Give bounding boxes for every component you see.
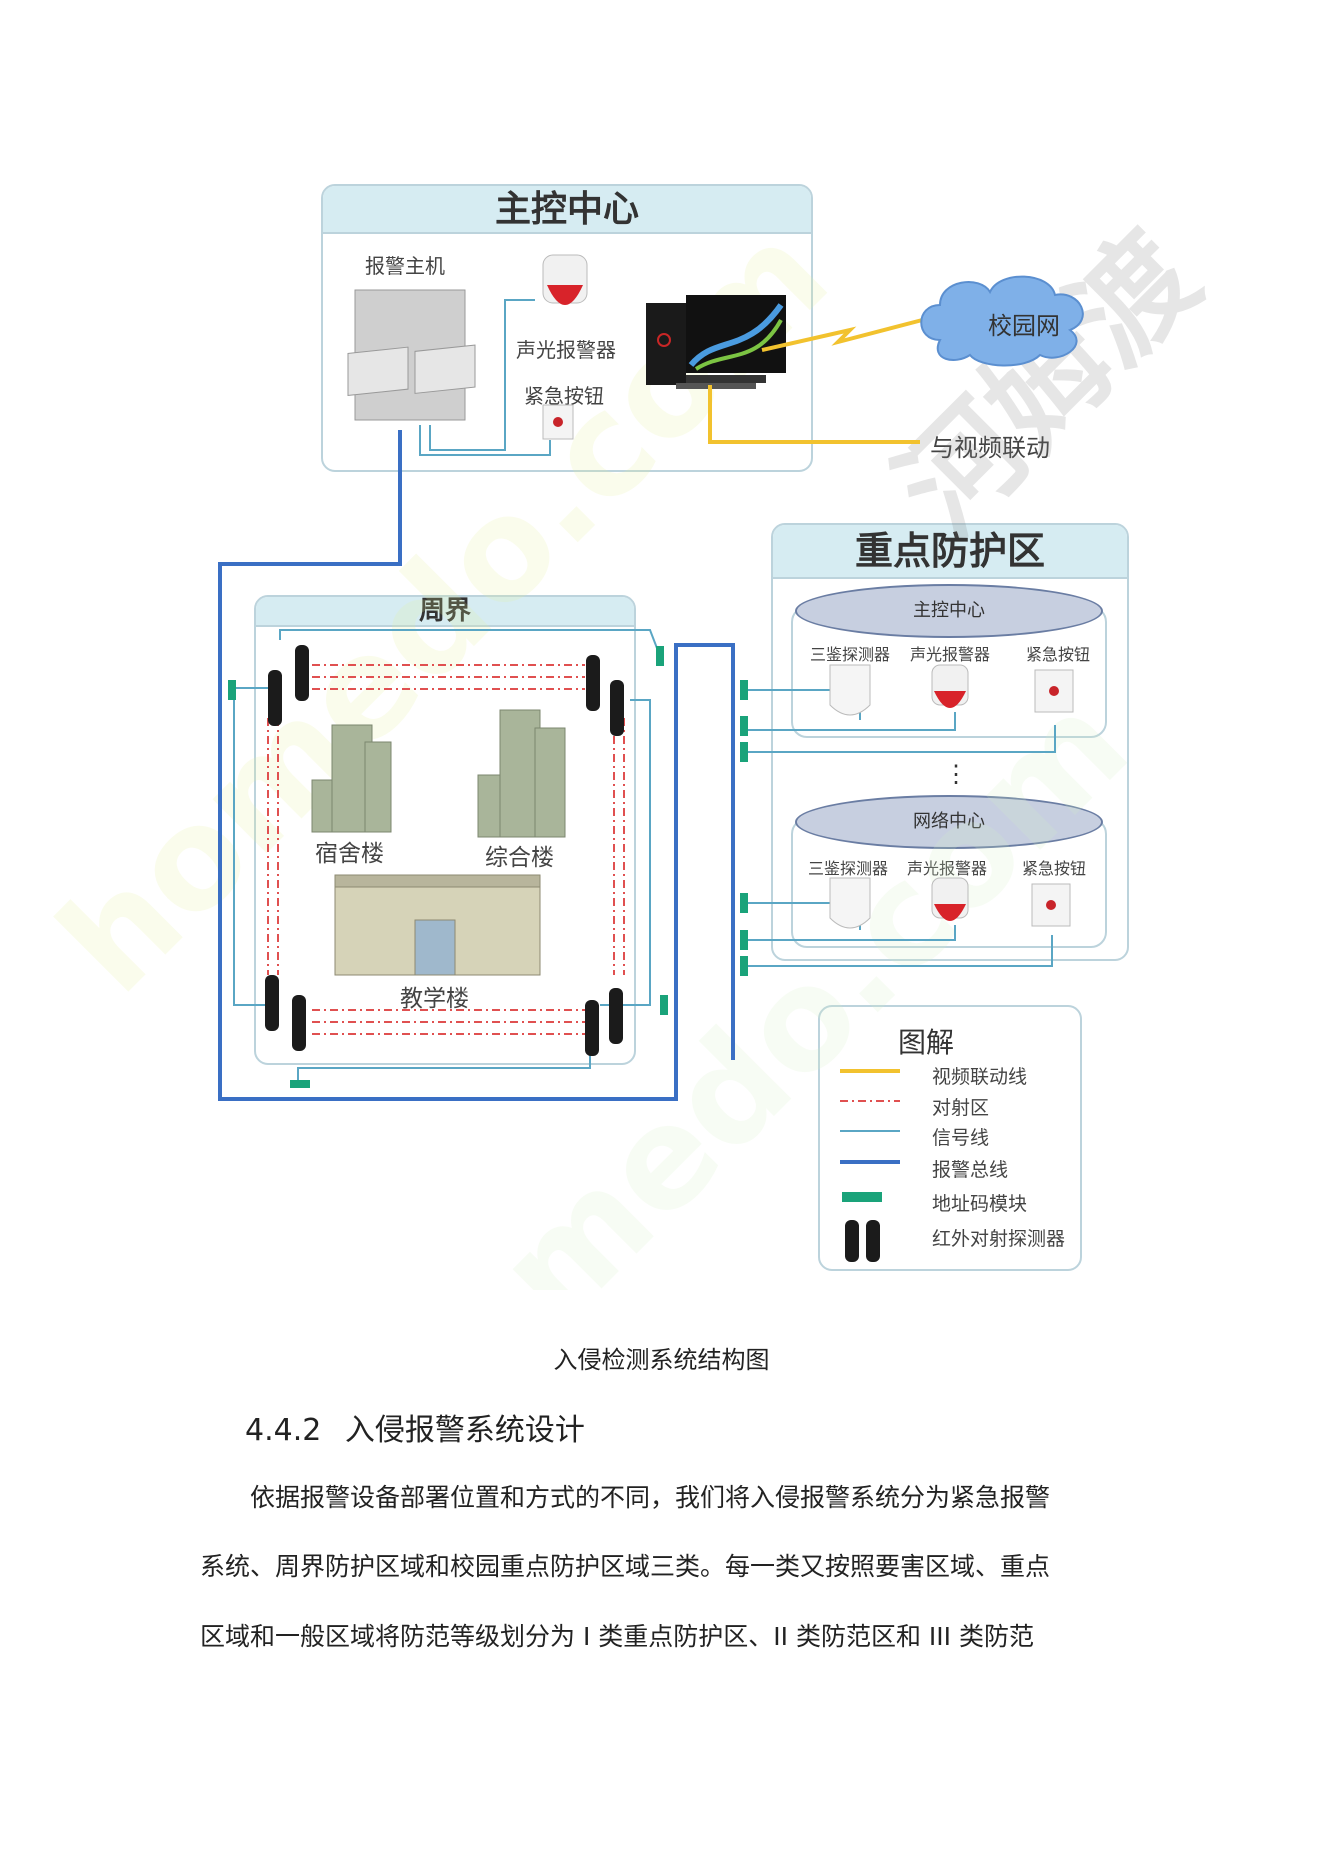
group-1-button-label: 紧急按钮 xyxy=(1026,645,1091,664)
campus-net-cloud-icon xyxy=(920,275,1084,367)
legend-item-address-module: 地址码模块 xyxy=(932,1193,1028,1215)
address-module-icon xyxy=(656,646,664,666)
group-2-oval: 网络中心 xyxy=(795,795,1103,849)
group-2-detector-label: 三鉴探测器 xyxy=(808,859,889,878)
building-teaching-label: 教学楼 xyxy=(400,986,469,1012)
paragraph-line-1: 依据报警设备部署位置和方式的不同，我们将入侵报警系统分为紧急报警 xyxy=(250,1483,1051,1512)
ir-detector-icon xyxy=(609,988,623,1044)
siren-label: 声光报警器 xyxy=(516,338,616,362)
address-modules xyxy=(228,646,748,1088)
main-center-title: 主控中心 xyxy=(323,186,811,234)
ir-detector-icon xyxy=(292,995,306,1051)
legend-item-signal-line: 信号线 xyxy=(932,1127,990,1149)
group-1-oval: 主控中心 xyxy=(795,584,1103,638)
address-module-icon xyxy=(290,1080,310,1088)
diagram-graphics: homedo.com homedo.com 河姆渡 xyxy=(28,193,1226,1290)
ir-detector-icon xyxy=(268,670,282,726)
complex-building-icon xyxy=(477,709,566,838)
figure-caption: 入侵检测系统结构图 xyxy=(553,1346,770,1374)
key-siren-icon xyxy=(931,664,969,708)
video-link-line xyxy=(708,385,920,444)
section-number: 4.4.2 xyxy=(245,1413,322,1448)
legend-detector-icon xyxy=(845,1220,859,1262)
intrusion-system-diagram: 主控中心 报警主机 声光报警器 紧急按钮 与视频联动 重点防护区 主控中心 三鉴… xyxy=(28,184,1226,1290)
legend-item-ir-detector: 红外对射探测器 xyxy=(932,1228,1066,1250)
key-button-icon xyxy=(1031,883,1071,927)
legend-item-beam-zone: 对射区 xyxy=(932,1097,990,1119)
dorm-building-icon xyxy=(311,724,392,833)
panic-button-icon xyxy=(542,404,574,440)
beam-zones xyxy=(267,664,625,1035)
legend-symbols xyxy=(840,1069,900,1262)
address-module-icon xyxy=(740,742,748,762)
legend-item-alarm-bus: 报警总线 xyxy=(932,1159,1009,1181)
video-link-label: 与视频联动 xyxy=(930,434,1050,462)
paragraph-line-3: 区域和一般区域将防范等级划分为 I 类重点防护区、II 类防范区和 III 类防… xyxy=(200,1622,1034,1651)
teaching-building-icon xyxy=(334,874,541,976)
legend-detector-icon xyxy=(866,1220,880,1262)
tri-detector-icon xyxy=(829,877,871,929)
group-1-siren-label: 声光报警器 xyxy=(910,645,991,664)
key-zone-title: 重点防护区 xyxy=(773,525,1127,579)
address-module-icon xyxy=(740,680,748,700)
panic-button-label: 紧急按钮 xyxy=(524,384,604,408)
siren-icon xyxy=(542,254,588,305)
section-heading: 4.4.2 入侵报警系统设计 xyxy=(245,1405,585,1449)
perimeter-title: 周界 xyxy=(256,597,634,627)
address-module-icon xyxy=(740,716,748,736)
address-module-icon xyxy=(660,995,668,1015)
legend-item-video-link: 视频联动线 xyxy=(932,1066,1028,1088)
network-link-icon xyxy=(761,316,931,352)
keypad-2-icon xyxy=(414,344,476,394)
alarm-host-label: 报警主机 xyxy=(365,254,445,278)
ir-detector-icon xyxy=(265,975,279,1031)
address-module-icon xyxy=(228,680,236,700)
ir-detector-icon xyxy=(295,645,309,701)
campus-net-label: 校园网 xyxy=(988,312,1060,340)
section-title: 入侵报警系统设计 xyxy=(344,1413,585,1448)
ellipsis: ⋮ xyxy=(944,760,968,788)
svg-text:河姆渡: 河姆渡 xyxy=(872,208,1225,561)
building-complex-label: 综合楼 xyxy=(485,845,554,871)
address-module-icon xyxy=(740,930,748,950)
group-1-detector-label: 三鉴探测器 xyxy=(810,645,891,664)
ir-detector-icon xyxy=(586,655,600,711)
address-module-icon xyxy=(740,893,748,913)
perimeter-panel: 周界 xyxy=(254,595,636,1065)
key-button-icon xyxy=(1034,669,1074,713)
legend-title: 图解 xyxy=(898,1026,955,1059)
address-module-icon xyxy=(740,956,748,976)
building-dorm-label: 宿舍楼 xyxy=(315,841,384,867)
legend-module-block xyxy=(842,1192,882,1202)
alarm-bus-line xyxy=(218,430,735,1101)
ir-detectors xyxy=(265,645,624,1056)
ir-detector-icon xyxy=(610,680,624,736)
key-siren-icon xyxy=(931,877,969,921)
group-2-button-label: 紧急按钮 xyxy=(1022,859,1087,878)
tri-detector-icon xyxy=(829,664,871,716)
paragraph-line-2: 系统、周界防护区域和校园重点防护区域三类。每一类又按照要害区域、重点 xyxy=(200,1552,1051,1581)
ir-detector-icon xyxy=(585,1000,599,1056)
watermark: homedo.com homedo.com 河姆渡 xyxy=(29,194,1225,1290)
computer-icon xyxy=(646,295,786,389)
keypad-1-icon xyxy=(347,346,409,396)
legend-panel: 图解 视频联动线 对射区 信号线 报警总线 地址码模块 红外对射探测器 xyxy=(818,1005,1082,1271)
group-2-siren-label: 声光报警器 xyxy=(907,859,988,878)
